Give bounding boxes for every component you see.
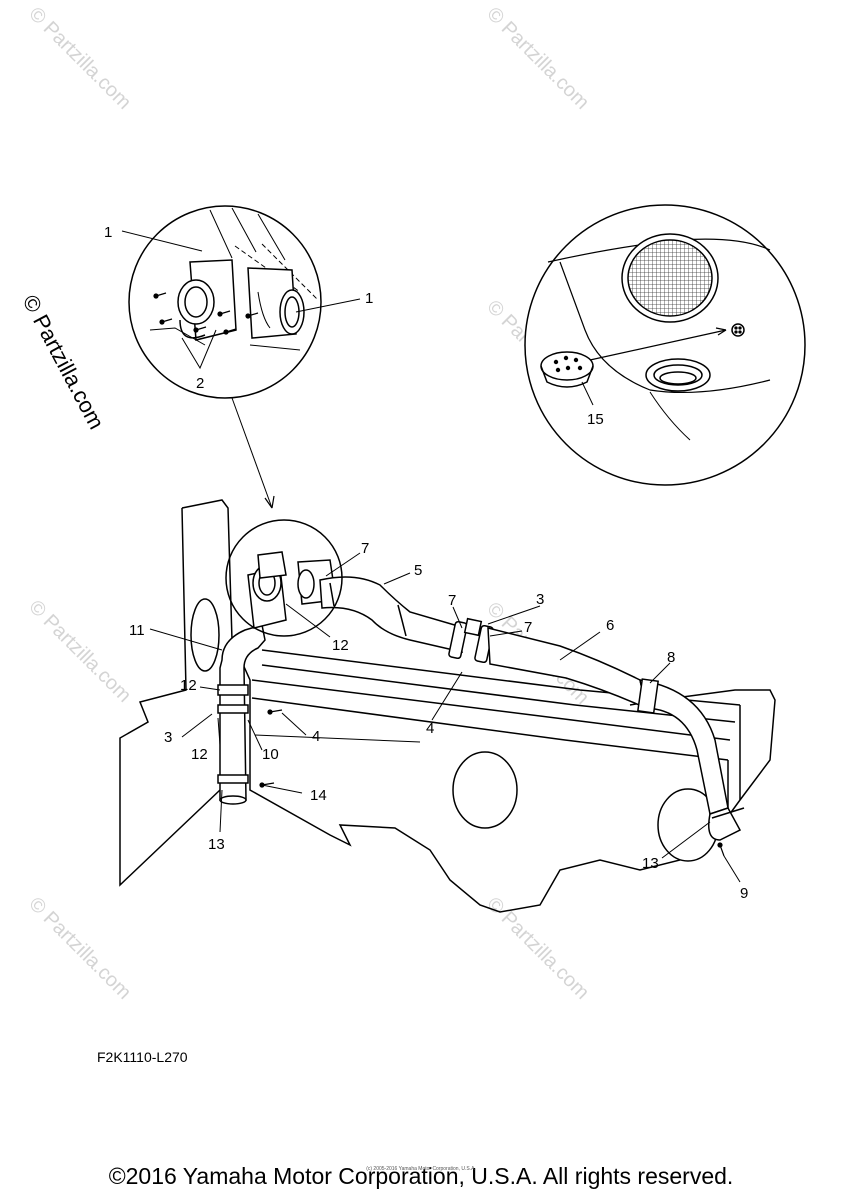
watermark-mid-left: © Partzilla.com xyxy=(24,596,135,707)
callout-13-right: 13 xyxy=(642,855,659,872)
watermark-top-right: © Partzilla.com xyxy=(482,3,593,114)
callout-7-mid: 7 xyxy=(448,592,456,609)
callout-12-left: 12 xyxy=(180,677,197,694)
watermarks: © Partzilla.com © Partzilla.com © Partzi… xyxy=(24,3,593,1004)
small-copyright: (c) 2005-2016 Yamaha Motor Corporation, … xyxy=(366,1166,476,1172)
main-leaders xyxy=(149,552,741,883)
callout-10: 10 xyxy=(262,746,279,763)
callout-3-top: 3 xyxy=(536,591,544,608)
callout-7-top: 7 xyxy=(361,540,369,557)
detail-circle-ducts xyxy=(128,205,322,399)
figure-code: F2K1110-L270 xyxy=(97,1049,188,1065)
detail-circle-vent xyxy=(524,204,806,486)
callout-6: 6 xyxy=(606,617,614,634)
callout-4-left: 4 xyxy=(312,728,320,745)
hull-assembly xyxy=(119,499,776,913)
watermark-bottom-left: © Partzilla.com xyxy=(24,893,135,1004)
callout-4-center: 4 xyxy=(426,720,434,737)
side-watermark: © Partzilla.com xyxy=(18,291,110,434)
screws xyxy=(259,709,725,857)
hose-assembly xyxy=(217,551,745,841)
callout-5: 5 xyxy=(414,562,422,579)
callout-12-top: 12 xyxy=(332,637,349,654)
callout-8: 8 xyxy=(667,649,675,666)
callout-1-right: 1 xyxy=(365,290,373,307)
callout-2: 2 xyxy=(196,375,204,392)
callout-15: 15 xyxy=(587,411,604,428)
callout-14: 14 xyxy=(310,787,327,804)
callout-11: 11 xyxy=(129,622,145,639)
callout-1-left: 1 xyxy=(104,224,112,241)
inset-duct-circle xyxy=(225,519,343,637)
callout-13-left: 13 xyxy=(208,836,225,853)
watermark-top-left: © Partzilla.com xyxy=(24,3,135,114)
copyright-notice: ©2016 Yamaha Motor Corporation, U.S.A. A… xyxy=(109,1163,734,1189)
callouts: 1 1 2 15 7 5 7 3 7 6 11 12 8 12 3 4 12 4… xyxy=(104,224,748,902)
watermark-bottom-right: © Partzilla.com xyxy=(482,893,593,1004)
callout-9: 9 xyxy=(740,885,748,902)
callout-12-bottom: 12 xyxy=(191,746,208,763)
detail-circle-leaders xyxy=(121,230,361,509)
callout-7-right: 7 xyxy=(524,619,532,636)
callout-3-left: 3 xyxy=(164,729,172,746)
